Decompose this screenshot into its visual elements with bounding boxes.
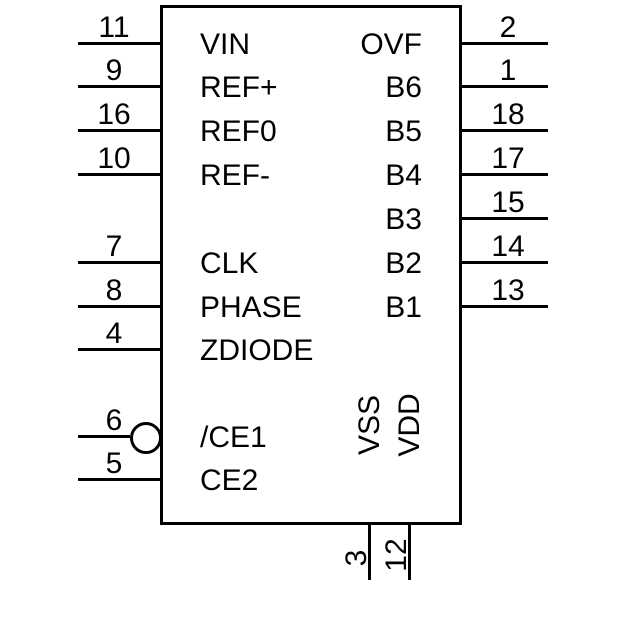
pin-number: 17 xyxy=(491,142,525,175)
pin-label-b1: B1 xyxy=(385,291,422,324)
pin-number: 5 xyxy=(105,447,123,480)
pin-number: 6 xyxy=(105,404,123,437)
pin-wire xyxy=(460,173,548,176)
pin-number: 2 xyxy=(499,11,517,44)
pin-label-ce2: CE2 xyxy=(200,464,259,497)
pin-number-vss: 3 xyxy=(340,549,373,567)
pin-number: 1 xyxy=(499,54,517,87)
pin-number: 7 xyxy=(105,230,123,263)
pin-label-b6: B6 xyxy=(385,71,422,104)
pin-number: 8 xyxy=(105,274,123,307)
pin-wire xyxy=(460,305,548,308)
pin-label-ref-plus: REF+ xyxy=(200,71,278,104)
ic-body xyxy=(160,5,462,525)
pin-number: 15 xyxy=(491,186,525,219)
pin-number: 4 xyxy=(105,317,123,350)
pin-number: 9 xyxy=(105,54,123,87)
pin-wire xyxy=(78,478,162,481)
pin-label-ref-minus: REF- xyxy=(200,159,270,192)
pin-label-phase: PHASE xyxy=(200,291,302,324)
pin-wire xyxy=(78,42,162,45)
pin-label-b2: B2 xyxy=(385,247,422,280)
pin-wire xyxy=(78,173,162,176)
pin-number: 16 xyxy=(97,98,131,131)
pin-wire xyxy=(78,435,130,438)
pin-wire xyxy=(78,85,162,88)
pin-label-b4: B4 xyxy=(385,159,422,192)
pin-wire xyxy=(78,261,162,264)
negation-bubble-icon xyxy=(130,422,162,454)
pin-wire xyxy=(460,129,548,132)
pin-number: 14 xyxy=(491,230,525,263)
pin-wire xyxy=(78,129,162,132)
pin-label-vdd: VDD xyxy=(393,393,426,457)
pin-wire xyxy=(460,217,548,220)
pin-label-ref0: REF0 xyxy=(200,115,277,148)
pin-label-b5: B5 xyxy=(385,115,422,148)
pin-wire xyxy=(460,85,548,88)
pin-label-vin: VIN xyxy=(200,28,251,61)
pin-number-vdd: 12 xyxy=(380,538,413,572)
pin-wire xyxy=(460,42,548,45)
pin-number: 18 xyxy=(491,98,525,131)
pin-label-clk: CLK xyxy=(200,247,259,280)
pin-number: 13 xyxy=(491,274,525,307)
pin-number: 11 xyxy=(98,11,130,44)
pin-label-ovf: OVF xyxy=(360,28,422,61)
pin-label-ce1: /CE1 xyxy=(200,421,267,454)
pin-wire-vss xyxy=(368,522,371,580)
pin-number: 10 xyxy=(97,142,131,175)
pin-label-zdiode: ZDIODE xyxy=(200,334,314,367)
pin-wire xyxy=(78,348,162,351)
pin-wire-vdd xyxy=(408,522,411,580)
pin-label-vss: VSS xyxy=(353,394,386,456)
pin-wire xyxy=(460,261,548,264)
pin-wire xyxy=(78,305,162,308)
pin-label-b3: B3 xyxy=(385,203,422,236)
